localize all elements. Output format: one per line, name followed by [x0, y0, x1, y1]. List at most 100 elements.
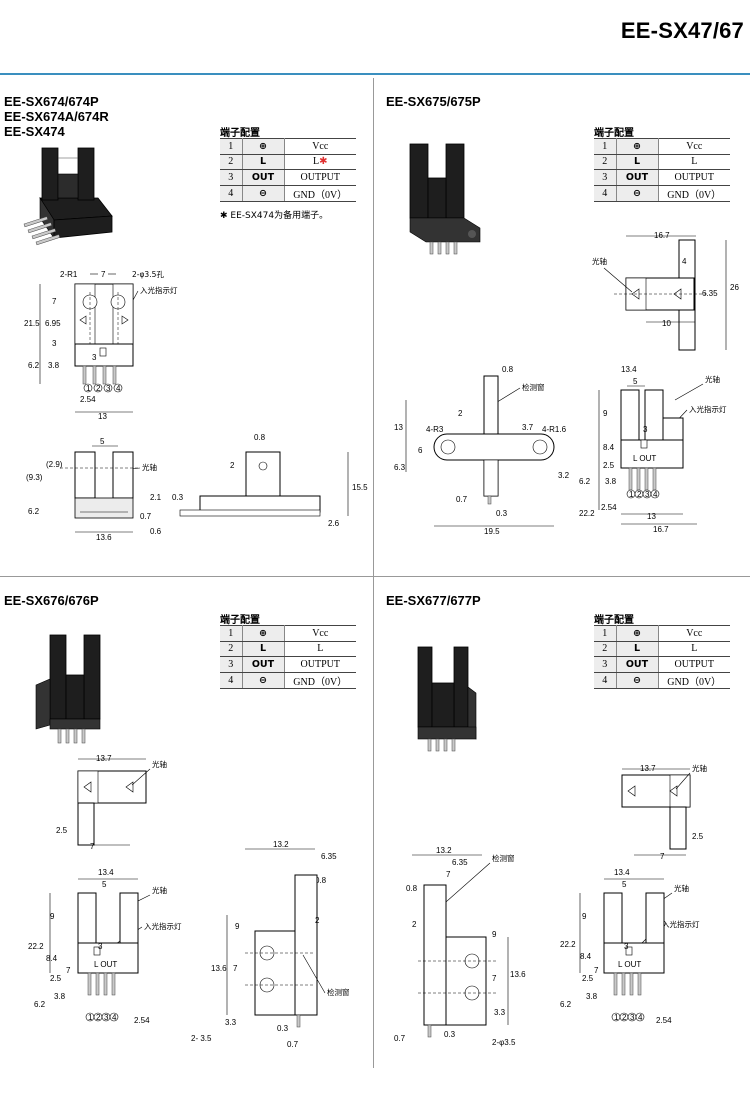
dim-label: 13.2 — [436, 846, 452, 855]
top-plan-drawing: 16.7 4 光轴 6.35 26 10 — [592, 231, 739, 351]
side-view-drawing: 0.8 2 2.1 0.3 0.7 0.6 15.5 2.6 — [140, 433, 368, 536]
dim-label: 0.8 — [406, 884, 418, 893]
dim-label: 22.2 — [28, 942, 44, 951]
dim-label: 7 — [52, 297, 57, 306]
spare-terminal-note: ✱ EE-SX474为备用端子。 — [220, 211, 329, 221]
dim-label: 3.8 — [605, 477, 617, 486]
dim-label: 4-R3 — [426, 425, 444, 434]
dim-label: 3 — [92, 353, 97, 362]
terminal-name: OUTPUT — [284, 656, 356, 673]
dim-label: 0.7 — [140, 512, 152, 521]
dim-label: 3.3 — [494, 1008, 506, 1017]
top-view-drawing: 2-R1 7 2-φ3.5孔 入光指示灯 7 21.5 6.95 3 3 6.2… — [24, 270, 178, 421]
front-view-drawing: 5 (2.9) (9.3) 光轴 6.2 13.6 — [26, 437, 157, 542]
terminal-name: L — [658, 154, 730, 170]
dim-label: 0.7 — [456, 495, 468, 504]
dim-label: 6.35 — [452, 858, 468, 867]
dim-label: 9 — [492, 930, 497, 939]
dim-label: 3 — [52, 339, 57, 348]
side-view-drawing: 0.8 检测窗 2 13 4-R3 6 6.3 3.7 4-R1.6 3.2 0… — [394, 365, 570, 536]
terminal-num: 1 — [220, 138, 243, 155]
dim-label: 3 — [643, 425, 648, 434]
dim-label: 检测窗 — [327, 987, 350, 997]
terminal-heading: 端子配置 — [220, 615, 260, 626]
front-view-drawing: 13.4 5 光轴 入光指示灯 L OUT 9 22.2 8.4 3 2.5 6… — [579, 365, 727, 534]
terminal-row: 1⊕Vcc — [220, 625, 356, 642]
terminal-row: 4⊖GND（0V） — [594, 672, 730, 689]
pin-number: 3 — [645, 490, 650, 499]
dim-label: 5 — [633, 377, 638, 386]
terminal-name: Vcc — [658, 625, 730, 642]
front-view-drawing: 13.4 5 光轴 入光指示灯 L OUT 9 22.2 3 8.4 7 2.5… — [28, 868, 182, 1025]
dim-label: 22.2 — [579, 509, 595, 518]
dim-label: 2.54 — [601, 503, 617, 512]
model-title: EE-SX675/675P — [386, 94, 481, 109]
dim-label: 26 — [730, 283, 739, 292]
dim-label: 5 — [102, 880, 107, 889]
pin-number: 2 — [622, 1013, 627, 1022]
terminal-symbol: OUT — [616, 169, 659, 186]
terminal-num: 3 — [594, 656, 617, 673]
dim-label: 6.2 — [28, 361, 40, 370]
dim-label: 2 — [412, 920, 417, 929]
dim-label: 检测窗 — [492, 853, 515, 863]
dim-label: 入光指示灯 — [662, 919, 700, 929]
dim-label: 2.1 — [150, 493, 162, 502]
dim-label: 0.7 — [287, 1040, 299, 1049]
dim-label: 3 — [624, 942, 629, 951]
dim-label: 13.7 — [96, 754, 112, 763]
terminal-num: 2 — [594, 154, 617, 170]
dim-label: 16.7 — [654, 231, 670, 240]
terminal-name-text: L — [313, 156, 320, 168]
terminal-name: GND（0V） — [284, 672, 356, 689]
side-view-drawing: 13.2 6.35 0.8 9 2 13.6 7 检测窗 3.3 0.3 2- … — [191, 840, 350, 1049]
terminal-name: OUTPUT — [658, 656, 730, 673]
header-rule — [0, 73, 750, 75]
plus-icon: ⊕ — [616, 625, 659, 642]
dim-label: 光轴 — [152, 885, 167, 895]
dim-label: 6.2 — [34, 1000, 46, 1009]
dim-label: 13.7 — [640, 764, 656, 773]
dim-label: 13 — [98, 412, 107, 421]
dim-label: 2.5 — [582, 974, 594, 983]
dim-label: (9.3) — [26, 473, 43, 482]
dim-label: 9 — [50, 912, 55, 921]
dim-label: 2.54 — [80, 395, 96, 404]
dim-label: 4 — [682, 257, 687, 266]
dim-label: 6.2 — [560, 1000, 572, 1009]
plus-icon: ⊕ — [242, 138, 285, 155]
terminal-name: L — [284, 641, 356, 657]
model-title: EE-SX676/676P — [4, 593, 99, 608]
horizontal-divider — [0, 576, 750, 577]
product-photo-ee-sx674 — [23, 147, 113, 246]
side-view-drawing: 13.2 6.35 检测窗 7 0.8 2 9 13.6 7 3.3 0.7 0… — [394, 846, 526, 1047]
model-title-line: EE-SX674A/674R — [4, 109, 109, 124]
dim-label: 7 — [660, 852, 665, 861]
dim-label: 2- 3.5 — [191, 1034, 212, 1043]
document-title: EE-SX47/67 — [620, 18, 744, 43]
dim-label: 0.7 — [394, 1034, 406, 1043]
dim-label: 9 — [235, 922, 240, 931]
terminal-symbol: L — [616, 154, 659, 170]
dim-label: 13.4 — [614, 868, 630, 877]
dim-label: 13.6 — [211, 964, 227, 973]
dim-label: 2.6 — [328, 519, 340, 528]
dim-label: 2 — [230, 461, 235, 470]
dim-label: 8.4 — [603, 443, 615, 452]
terminal-symbol: OUT — [616, 656, 659, 673]
dim-label: 13 — [647, 512, 656, 521]
model-title-line: EE-SX677/677P — [386, 593, 481, 608]
dim-label: 6.2 — [579, 477, 591, 486]
minus-icon: ⊖ — [242, 672, 285, 689]
dim-label: 2.5 — [56, 826, 68, 835]
dim-label: 3.7 — [522, 423, 534, 432]
dim-label: 3.3 — [225, 1018, 237, 1027]
dim-label: 2.5 — [692, 832, 704, 841]
